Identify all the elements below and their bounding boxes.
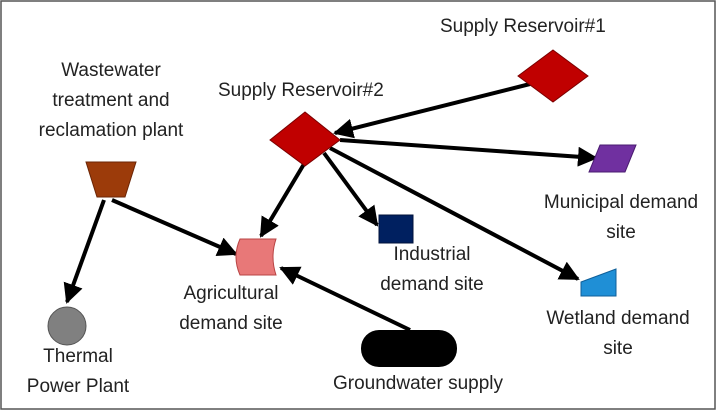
industrial-site-label: Industrial demand site xyxy=(380,244,484,295)
wetland-site-node xyxy=(580,268,617,297)
edge-reservoir1-to-reservoir2 xyxy=(333,82,531,139)
groundwater-node xyxy=(361,330,457,367)
groundwater-label: Groundwater supply xyxy=(332,373,504,394)
agricultural-site-node xyxy=(235,238,277,276)
edges xyxy=(63,82,598,332)
municipal-site-node xyxy=(588,144,637,173)
edge-groundwater-to-agricultural xyxy=(279,266,411,332)
thermal-plant-node xyxy=(47,306,87,346)
edge-reservoir2-to-agricultural xyxy=(259,162,306,238)
wastewater-plant-label: Wastewater treatment and reclamation pla… xyxy=(38,60,184,141)
edge-reservoir2-to-municipal xyxy=(339,138,598,167)
edge-wastewater-to-agricultural xyxy=(111,198,238,256)
municipal-site-label: Municipal demand site xyxy=(543,192,699,243)
wastewater-plant-node xyxy=(85,161,137,198)
edge-wastewater-to-thermal xyxy=(63,199,106,304)
edge-reservoir2-to-industrial xyxy=(322,151,379,227)
supply-reservoir-1-label: Supply Reservoir#1 xyxy=(440,16,606,37)
supply-reservoir-2-label: Supply Reservoir#2 xyxy=(218,80,384,101)
supply-reservoir-2-node xyxy=(269,111,341,167)
industrial-site-node xyxy=(378,214,414,244)
wetland-site-label: Wetland demand site xyxy=(546,308,690,359)
agricultural-site-label: Agricultural demand site xyxy=(179,283,283,334)
supply-reservoir-1-node xyxy=(517,49,589,103)
edge-reservoir2-to-wetland xyxy=(329,146,580,281)
thermal-plant-label: Thermal Power Plant xyxy=(26,346,130,397)
